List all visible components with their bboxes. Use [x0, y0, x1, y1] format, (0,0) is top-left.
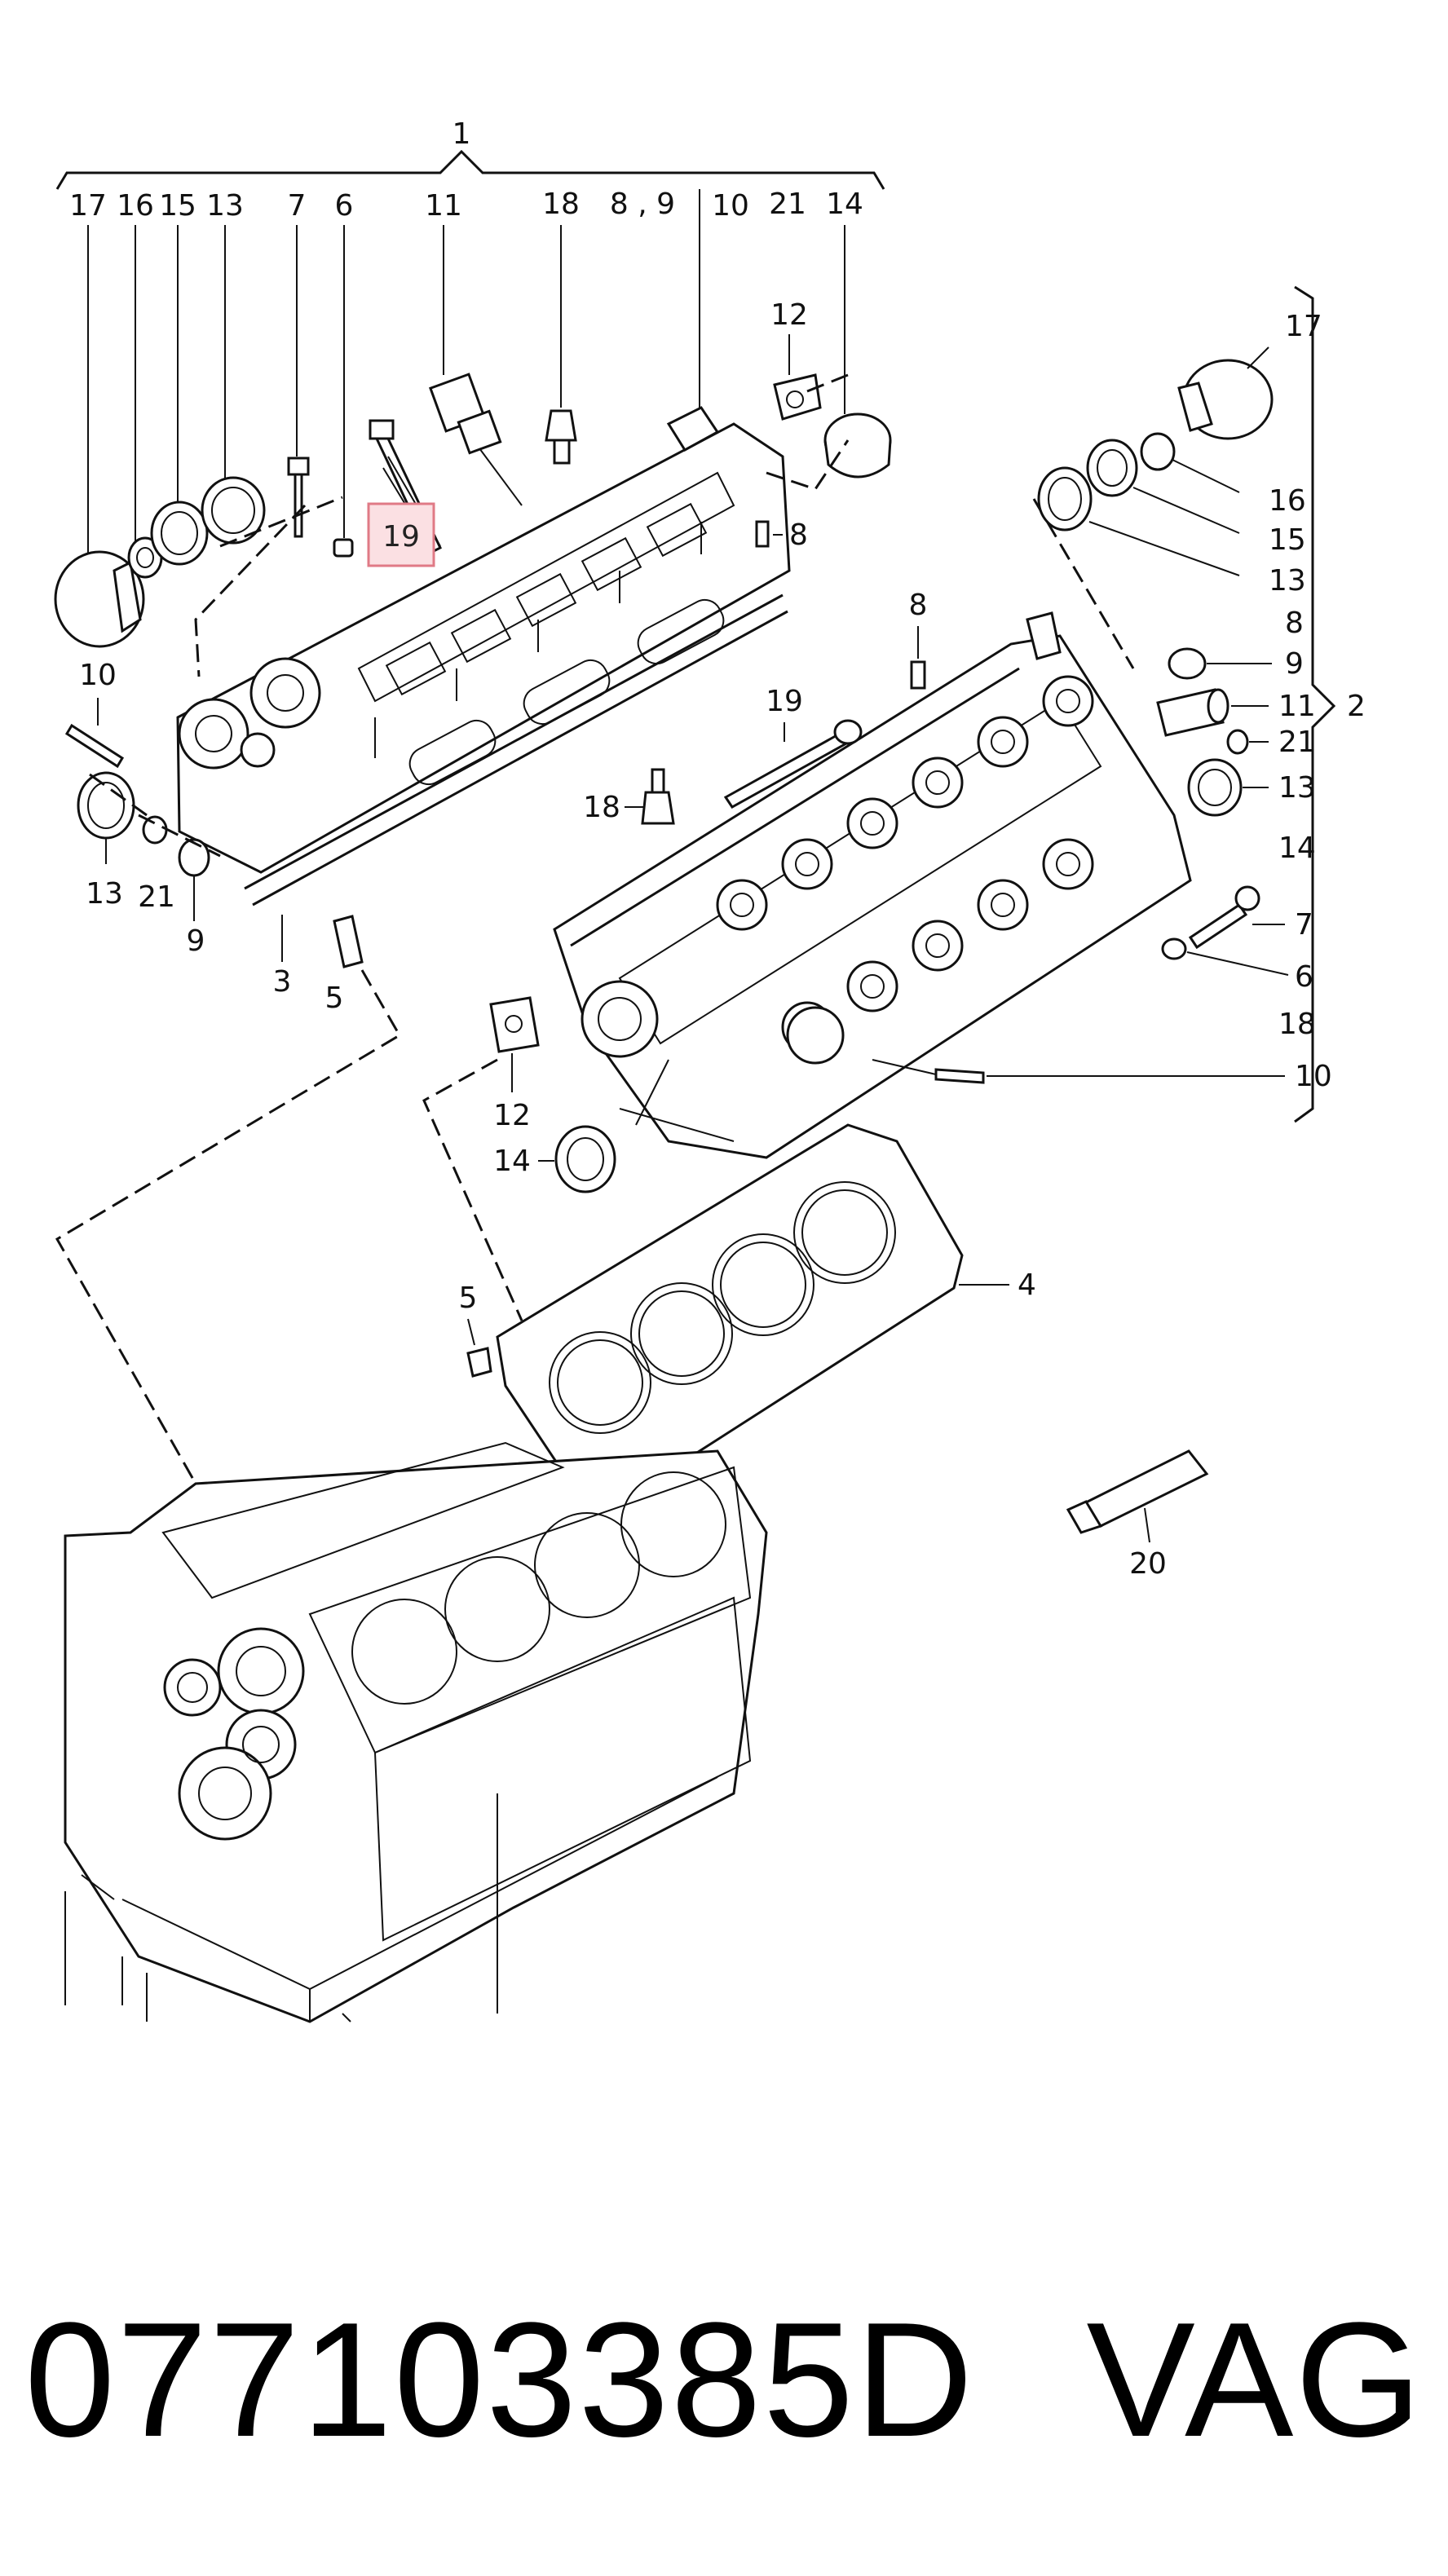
cylinder-head-right-body: [553, 634, 1192, 1159]
brand-label: VAG: [1086, 2289, 1424, 2471]
seal-13-right-top: [1037, 466, 1093, 532]
top-callouts: 17 16 15 13 7 6 11 18 8 , 9 10 21 14: [69, 187, 863, 223]
callout-15: 15: [159, 189, 196, 223]
top-leader-lines: [87, 189, 845, 554]
cylinder-head-right: [553, 611, 1192, 1159]
callout-18: 18: [542, 187, 580, 221]
callout-16-right: 16: [1269, 484, 1306, 518]
cam-cover-17-right: [1177, 359, 1274, 440]
cam-cover-17-left: [54, 550, 145, 648]
callout-10-right: 10: [1295, 1060, 1332, 1093]
spark-18-mid: [641, 768, 675, 825]
assembly-dashed-lines: [55, 373, 1135, 1484]
spark-18-left: [545, 409, 577, 465]
stud-10-left: [64, 723, 125, 769]
callout-8-right: 8: [1285, 607, 1304, 640]
callout-7-right: 7: [1295, 908, 1313, 942]
callout-21: 21: [769, 187, 806, 221]
callout-19-highlight: [367, 502, 435, 567]
plug-14-left: [823, 412, 892, 479]
stud-10-right: [934, 1068, 985, 1084]
callout-10: 10: [712, 189, 749, 223]
cylinder-head-left-body: [176, 422, 791, 874]
stud-8-mid: [910, 660, 926, 690]
washer-6-left: [333, 538, 354, 558]
callout-9-left: 9: [187, 924, 205, 958]
callout-21-left: 21: [138, 880, 175, 914]
bolt-7-right: [1188, 885, 1260, 950]
cap-9-right: [1168, 647, 1207, 680]
seal-13-lower-left: [77, 771, 135, 840]
callout-11: 11: [425, 189, 462, 223]
engine-block: [64, 1441, 768, 2023]
callout-5-lower: 5: [459, 1281, 478, 1315]
callout-13: 13: [206, 189, 244, 223]
long-bolt-19-mid: [723, 719, 863, 809]
cap-9-left: [178, 838, 210, 877]
diagram-canvas: 1 2 17 16 15 13 7 6 11 18 8 , 9 10 21 14: [54, 117, 1366, 2023]
callout-13-right-top: 13: [1269, 564, 1306, 598]
callout-13-left: 13: [86, 877, 123, 911]
callout-17-right: 17: [1285, 310, 1322, 343]
callout-16: 16: [117, 189, 154, 223]
callout-8: 8: [789, 518, 808, 552]
callout-19-highlighted: 19: [382, 520, 420, 554]
bearing-cap-12-mid: [489, 996, 540, 1053]
callout-14-right: 14: [1278, 831, 1316, 865]
exploded-parts-diagram: 1 2 17 16 15 13 7 6 11 18 8 , 9 10 21 14: [54, 117, 1366, 2023]
callout-7: 7: [288, 189, 307, 223]
callout-5-upper: 5: [325, 981, 344, 1015]
callout-13-right-lower: 13: [1278, 771, 1316, 805]
callout-11-right: 11: [1278, 690, 1316, 723]
seal-13-left: [201, 476, 266, 545]
callout-18-right: 18: [1278, 1008, 1316, 1041]
ring-15-right: [1086, 439, 1138, 497]
callout-12: 12: [770, 298, 808, 332]
callout-6: 6: [335, 189, 354, 223]
callout-14: 14: [826, 187, 863, 221]
bearing-cap-12-left: [773, 373, 822, 421]
dowel-5-upper: [333, 915, 364, 968]
bolt-7-left: [287, 457, 310, 538]
callout-21-right: 21: [1278, 726, 1316, 759]
seal-16-right: [1140, 432, 1176, 471]
part-number-line: 077103385D VAG: [24, 2274, 1424, 2486]
head-gasket-face-left: [244, 593, 784, 890]
callout-14-mid: 14: [493, 1145, 531, 1178]
sealant-tube-20: [1066, 1449, 1209, 1543]
head-gasket-4: [496, 1123, 964, 1493]
seal-13-right-lower: [1187, 758, 1243, 817]
callout-12-mid: 12: [493, 1099, 531, 1132]
callout-17: 17: [69, 189, 107, 223]
ring-15-left: [150, 501, 209, 566]
callout-2: 2: [1347, 690, 1366, 723]
callout-8-mid: 8: [909, 589, 928, 622]
stud-8-left: [755, 520, 770, 548]
part-number: 077103385D: [24, 2289, 975, 2471]
callout-18-mid: 18: [583, 791, 620, 824]
sensor-11-left: [429, 373, 523, 506]
callout-1: 1: [452, 117, 471, 151]
callout-19-mid: 19: [766, 685, 803, 718]
callout-10-left: 10: [79, 659, 117, 692]
callout-4: 4: [1018, 1268, 1036, 1302]
dowel-5-lower: [466, 1347, 492, 1378]
callout-8-9: 8 , 9: [610, 187, 675, 221]
plug-14-mid: [554, 1125, 616, 1193]
bushing-11-right: [1156, 688, 1229, 737]
callout-3: 3: [273, 965, 292, 999]
callout-15-right: 15: [1269, 523, 1306, 557]
bracket-group-1: [55, 149, 885, 190]
washer-6-right: [1161, 937, 1187, 960]
callout-20: 20: [1129, 1547, 1167, 1581]
cylinder-head-left: [176, 406, 791, 906]
callout-6-right: 6: [1295, 960, 1313, 994]
nut-21-left: [142, 815, 168, 845]
nut-21-right: [1226, 729, 1249, 755]
callout-9-right: 9: [1285, 647, 1304, 681]
bracket-group-2: [1294, 285, 1336, 1123]
